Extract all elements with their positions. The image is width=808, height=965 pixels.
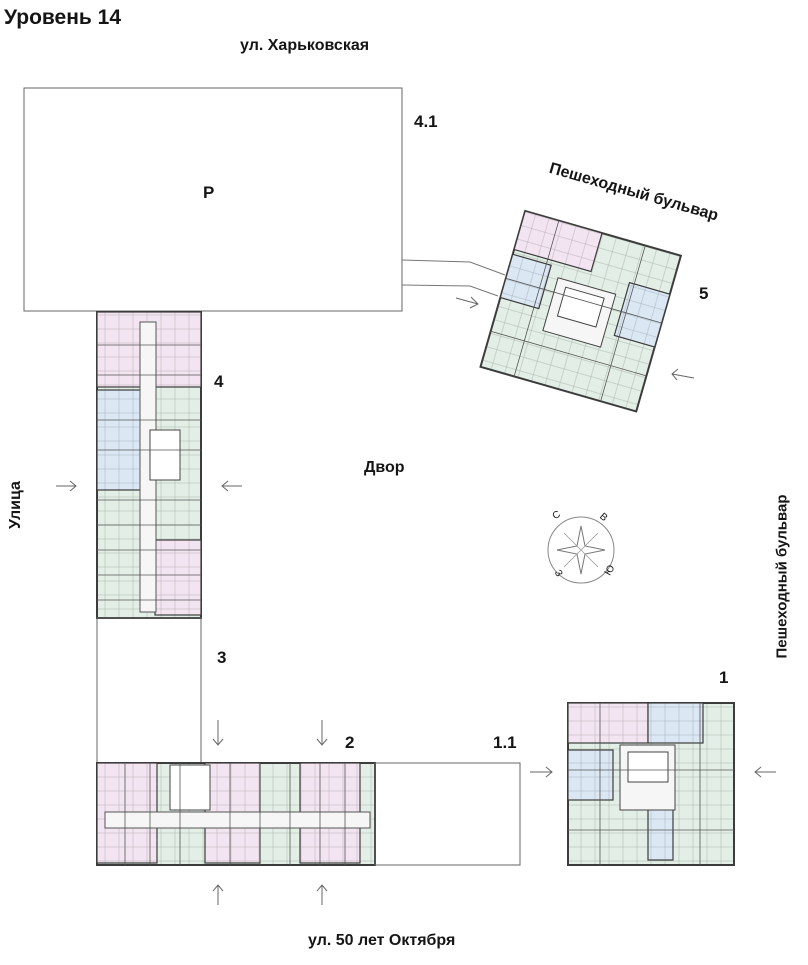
parking-connector	[401, 259, 506, 297]
street-label-bottom: ул. 50 лет Октября	[308, 932, 456, 949]
yard-label: Двор	[364, 459, 405, 476]
section-1-building	[567, 702, 735, 866]
section-3-block	[96, 617, 202, 764]
section-1-1-block	[374, 762, 521, 866]
section-label-5: 5	[699, 284, 709, 303]
parking-block	[23, 87, 403, 312]
street-label-top: ул. Харьковская	[240, 37, 370, 54]
section-label-4-1: 4.1	[414, 112, 438, 131]
parking-label: Р	[203, 183, 215, 202]
street-label-right: Пешеходный бульвар	[773, 494, 791, 659]
section-4-building	[96, 311, 202, 619]
section-label-1-1: 1.1	[493, 733, 517, 752]
section-label-4: 4	[214, 372, 224, 391]
entrance-arrows	[56, 296, 776, 905]
page-title: Уровень 14	[4, 6, 122, 29]
street-label-left: Улица	[6, 481, 24, 529]
section-label-2: 2	[345, 733, 355, 752]
compass-icon	[547, 516, 615, 584]
section-5-building	[479, 209, 683, 413]
section-2-building	[96, 762, 376, 866]
section-label-3: 3	[217, 648, 227, 667]
section-label-1: 1	[719, 668, 729, 687]
